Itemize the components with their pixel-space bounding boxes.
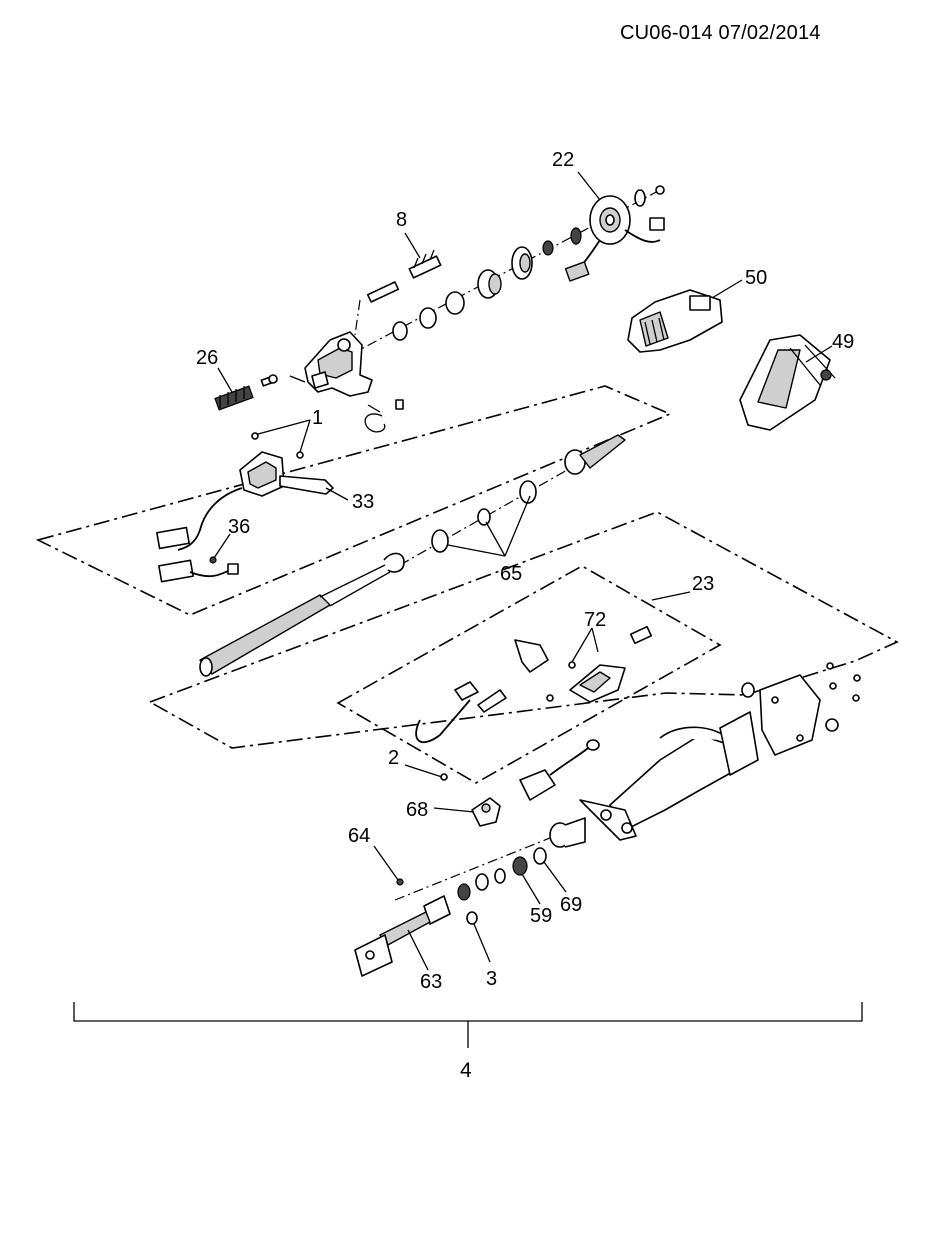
upper-axis-line	[349, 189, 661, 356]
part-22-clock-spring	[564, 185, 665, 282]
callout-63: 63	[420, 971, 442, 993]
leader-2	[404, 764, 443, 778]
callout-50: 50	[745, 267, 767, 289]
leader-22	[577, 171, 601, 201]
callout-72: 72	[584, 609, 606, 631]
column-shaft-group-box	[148, 511, 899, 749]
column-jacket	[579, 662, 861, 841]
callout-68: 68	[406, 799, 428, 821]
leader-65a	[447, 544, 506, 557]
leader-1b	[299, 419, 311, 453]
leader-65b	[485, 521, 506, 557]
callout-23: 23	[692, 573, 714, 595]
leader-68	[433, 807, 475, 813]
part-68-sensor	[440, 773, 501, 827]
callout-64: 64	[348, 825, 370, 847]
lock-housing	[289, 331, 373, 397]
callout-26: 26	[196, 347, 218, 369]
callout-59: 59	[530, 905, 552, 927]
leader-64	[373, 845, 399, 881]
callout-33: 33	[352, 491, 374, 513]
callout-4: 4	[460, 1059, 472, 1082]
leader-33	[325, 487, 349, 501]
callout-65: 65	[500, 563, 522, 585]
lower-axis-line	[394, 829, 571, 901]
leader-63	[407, 929, 429, 971]
part-49-shroud	[739, 334, 836, 431]
leader-65c	[504, 495, 531, 557]
lower-switch	[519, 739, 600, 801]
leader-72a	[571, 627, 593, 663]
part-59-spring	[457, 856, 528, 901]
leader-26	[217, 367, 233, 393]
part-33-turn-signal-switch	[239, 432, 334, 497]
callout-49: 49	[832, 331, 854, 353]
leader-3	[473, 923, 491, 963]
leader-59	[521, 873, 541, 905]
callout-36: 36	[228, 516, 250, 538]
lock-cylinder-group-box	[336, 565, 722, 784]
leader-36	[213, 533, 231, 559]
part-65-bearings	[431, 480, 537, 553]
callout-22: 22	[552, 149, 574, 171]
callout-1: 1	[312, 407, 323, 429]
switch-harness-group-box	[35, 385, 673, 616]
leader-72b	[591, 627, 599, 653]
part-36-harness	[156, 487, 243, 583]
upper-bushings	[392, 227, 582, 341]
callout-69: 69	[560, 894, 582, 916]
callout-3: 3	[486, 968, 497, 990]
leader-1a	[257, 419, 311, 435]
leader-49	[805, 345, 833, 363]
retaining-clip	[364, 399, 404, 433]
assembly-bracket	[73, 1002, 863, 1022]
part-69-bushing	[533, 817, 586, 865]
part-63-intermediate-shaft	[354, 878, 478, 977]
upper-shaft-end	[564, 434, 626, 475]
shift-tube	[199, 552, 405, 677]
diagram-reference-code: CU06-014 07/02/2014	[620, 22, 821, 44]
leader-8	[404, 232, 421, 259]
callout-2: 2	[388, 747, 399, 769]
part-50-bracket	[627, 289, 723, 353]
callout-8: 8	[396, 209, 407, 231]
part-8-rod	[354, 249, 442, 336]
leader-23	[651, 591, 691, 601]
leader-50	[711, 279, 743, 299]
part-26-spring	[214, 385, 254, 411]
part-26-pin	[260, 374, 278, 387]
leader-69	[543, 861, 567, 893]
part-72-lock-components	[415, 625, 653, 744]
